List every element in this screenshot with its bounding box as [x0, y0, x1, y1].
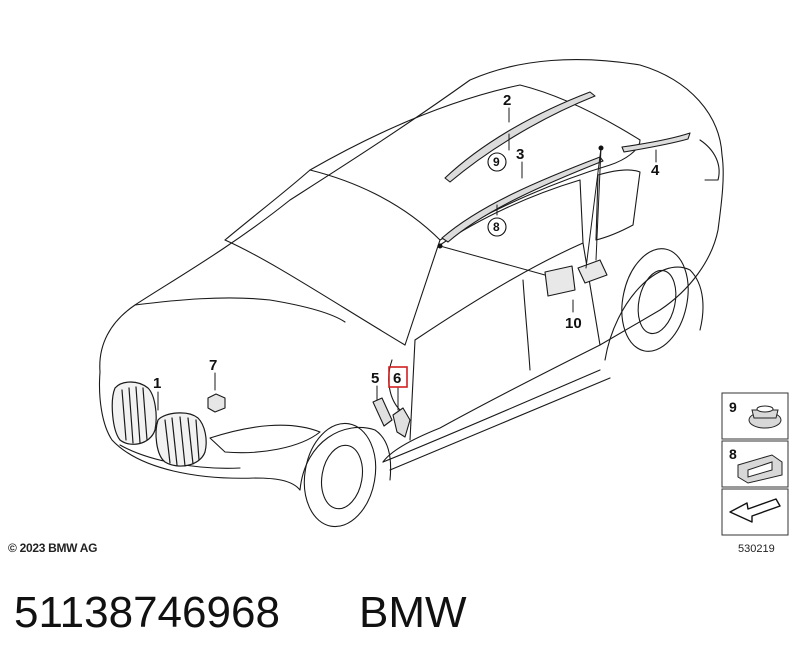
roof-trim-strip-2 [444, 91, 596, 183]
bracket-part-10b [577, 259, 608, 284]
bracket-icon [737, 454, 783, 484]
highlight-box [388, 366, 408, 388]
legend-number-8: 8 [729, 446, 737, 462]
callout-4: 4 [651, 162, 660, 179]
arrow-icon[interactable] [729, 498, 781, 523]
trim-part-5 [372, 397, 393, 427]
callout-10: 10 [565, 315, 582, 332]
bracket-part-10a [544, 265, 576, 297]
circled-ref-9-ring [487, 152, 507, 172]
callout-5: 5 [371, 370, 379, 387]
leader-lines [157, 107, 657, 411]
callout-7: 7 [209, 357, 217, 374]
kidney-grille [111, 381, 207, 467]
diagram-id: 530219 [738, 543, 775, 555]
part-number: 51138746968 [14, 588, 280, 637]
car-outline [99, 58, 724, 528]
roof-trim-strip-3 [441, 156, 604, 243]
copyright-notice: © 2023 BMW AG [8, 541, 98, 555]
brand-name: BMW [359, 588, 467, 637]
legend: 9 8 [721, 392, 789, 536]
circled-ref-8: 8 [493, 220, 500, 234]
rear-trim-strip-4 [621, 132, 691, 153]
callout-1: 1 [153, 375, 161, 392]
clip-nut-icon [748, 405, 782, 429]
legend-number-9: 9 [729, 399, 737, 415]
sensor-part [207, 393, 226, 413]
callout-2: 2 [503, 92, 511, 109]
trim-part-6 [392, 407, 411, 438]
callout-3: 3 [516, 146, 524, 163]
parts-diagram: 1 2 3 4 5 7 10 6 9 8 9 8 [99, 58, 789, 536]
callout-6[interactable]: 6 [393, 370, 401, 387]
circled-ref-8-ring [487, 217, 507, 237]
circled-ref-9: 9 [493, 155, 500, 169]
